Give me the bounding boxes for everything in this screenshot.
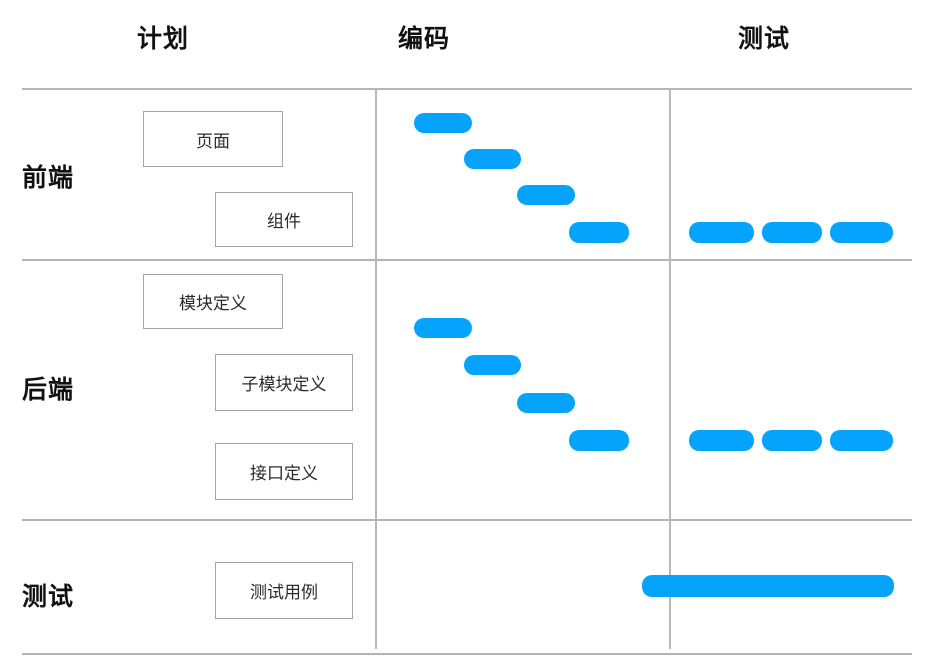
row-label-testing: 测试 xyxy=(22,583,75,611)
column-header-plan: 计划 xyxy=(136,25,189,53)
column-header-testing: 测试 xyxy=(737,25,790,53)
grid-line-row2-separator xyxy=(22,519,912,521)
gantt-bar-backend-code-2[interactable] xyxy=(464,355,521,375)
task-box-page[interactable]: 页面 xyxy=(143,111,283,167)
grid-line-bottom-border xyxy=(22,653,912,655)
gantt-bar-frontend-test-1[interactable] xyxy=(689,222,754,243)
grid-line-header-separator xyxy=(22,88,912,90)
task-box-interface-definition[interactable]: 接口定义 xyxy=(215,443,353,500)
gantt-bar-backend-code-4[interactable] xyxy=(569,430,629,451)
gantt-bar-frontend-test-3[interactable] xyxy=(830,222,893,243)
gantt-bar-backend-test-1[interactable] xyxy=(689,430,754,451)
grid-line-column-divider-code-test xyxy=(669,89,671,649)
grid-line-column-divider-plan-code xyxy=(375,89,377,649)
gantt-bar-frontend-test-2[interactable] xyxy=(762,222,822,243)
gantt-bar-frontend-code-4[interactable] xyxy=(569,222,629,243)
gantt-bar-frontend-code-2[interactable] xyxy=(464,149,521,169)
gantt-bar-backend-code-3[interactable] xyxy=(517,393,575,413)
gantt-bar-frontend-code-3[interactable] xyxy=(517,185,575,205)
row-label-backend: 后端 xyxy=(22,376,75,404)
column-header-coding: 编码 xyxy=(397,25,450,53)
gantt-bar-testing-long[interactable] xyxy=(642,575,894,597)
row-label-frontend: 前端 xyxy=(22,164,75,192)
task-box-submodule-definition[interactable]: 子模块定义 xyxy=(215,354,353,411)
task-box-test-case[interactable]: 测试用例 xyxy=(215,562,353,619)
gantt-bar-backend-test-2[interactable] xyxy=(762,430,822,451)
gantt-bar-frontend-code-1[interactable] xyxy=(414,113,472,133)
grid-line-row1-separator xyxy=(22,259,912,261)
gantt-bar-backend-code-1[interactable] xyxy=(414,318,472,338)
task-box-module-definition[interactable]: 模块定义 xyxy=(143,274,283,329)
gantt-bar-backend-test-3[interactable] xyxy=(830,430,893,451)
task-box-component[interactable]: 组件 xyxy=(215,192,353,247)
